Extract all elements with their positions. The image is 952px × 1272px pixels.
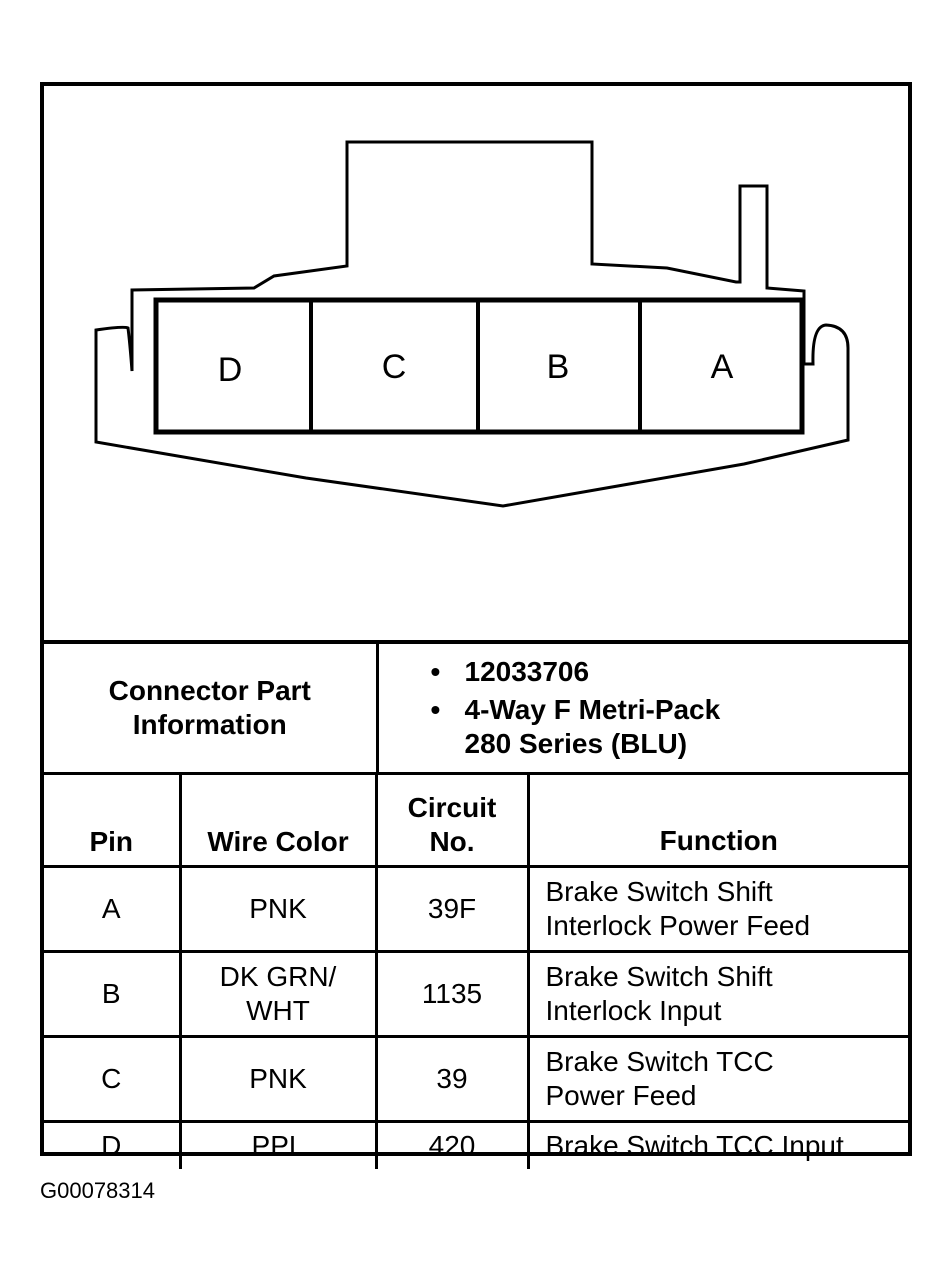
pinout-table: Pin Wire Color Circuit No. Function A PN… bbox=[44, 772, 908, 1169]
pin-label-a: A bbox=[711, 348, 734, 386]
row-pin: C bbox=[44, 1035, 182, 1123]
image-id-caption: G00078314 bbox=[40, 1178, 155, 1203]
part-info-table: Connector Part Information • 12033706 • … bbox=[44, 644, 908, 772]
part-number: 12033706 bbox=[464, 656, 590, 687]
connector-face-svg: D C B A bbox=[94, 140, 850, 508]
row-wire-line1: DK GRN/ bbox=[219, 961, 337, 992]
header-pin: Pin bbox=[44, 773, 182, 868]
bullet: • bbox=[430, 694, 441, 725]
row-circuit: 420 bbox=[374, 1120, 530, 1169]
row-wire-line1: PPL bbox=[251, 1130, 305, 1161]
row-circuit: 39F bbox=[374, 865, 530, 953]
part-info-label: Connector Part Information bbox=[44, 644, 379, 772]
row-wire-color: PNK bbox=[178, 1035, 378, 1123]
header-circuit-line1: Circuit bbox=[407, 792, 497, 823]
connector-diagram: D C B A bbox=[44, 86, 908, 640]
row-function-line2: Interlock Power Feed bbox=[545, 910, 811, 941]
row-wire-color: PNK bbox=[178, 865, 378, 953]
row-function: Brake Switch TCC Power Feed bbox=[526, 1035, 908, 1123]
row-function-line1: Brake Switch TCC Input bbox=[545, 1130, 844, 1161]
row-pin: A bbox=[44, 865, 182, 953]
row-function-line1: Brake Switch TCC bbox=[545, 1046, 774, 1077]
connector-housing-outline bbox=[94, 140, 850, 508]
row-circuit: 1135 bbox=[374, 950, 530, 1038]
bullet: • bbox=[430, 656, 441, 687]
row-function: Brake Switch Shift Interlock Input bbox=[526, 950, 908, 1038]
pin-label-c: C bbox=[382, 348, 407, 386]
row-function: Brake Switch Shift Interlock Power Feed bbox=[526, 865, 908, 953]
part-description-line1: 4-Way F Metri-Pack bbox=[464, 694, 721, 725]
pinout-header-row: Pin Wire Color Circuit No. Function bbox=[44, 773, 908, 868]
connector-info-grid: Connector Part Information • 12033706 • … bbox=[44, 640, 908, 1169]
part-info-values: • 12033706 • 4-Way F Metri-Pack 280 Seri… bbox=[375, 644, 909, 772]
connector-frame: D C B A Connector Part Information • 120… bbox=[40, 82, 912, 1169]
header-circuit-line2: No. bbox=[429, 826, 475, 857]
header-wire-color: Wire Color bbox=[178, 773, 378, 868]
table-row: D PPL 420 Brake Switch TCC Input bbox=[44, 1120, 908, 1169]
row-wire-color: DK GRN/ WHT bbox=[178, 950, 378, 1038]
row-pin: B bbox=[44, 950, 182, 1038]
row-function-line2: Power Feed bbox=[545, 1080, 697, 1111]
part-description-line2: 280 Series (BLU) bbox=[464, 728, 688, 759]
row-function-line1: Brake Switch Shift bbox=[545, 876, 773, 907]
pin-label-b: B bbox=[547, 348, 570, 386]
header-circuit: Circuit No. bbox=[374, 773, 530, 868]
row-wire-line2: WHT bbox=[246, 995, 310, 1026]
pin-label-d: D bbox=[218, 351, 243, 389]
part-info-label-line2: Information bbox=[132, 709, 287, 740]
row-pin: D bbox=[44, 1120, 182, 1169]
row-wire-line1: PNK bbox=[249, 1063, 307, 1094]
row-function-line2: Interlock Input bbox=[545, 995, 722, 1026]
table-row: B DK GRN/ WHT 1135 Brake Switch Shift In… bbox=[44, 950, 908, 1038]
header-function: Function bbox=[526, 773, 908, 868]
table-row: A PNK 39F Brake Switch Shift Interlock P… bbox=[44, 865, 908, 953]
table-row: C PNK 39 Brake Switch TCC Power Feed bbox=[44, 1035, 908, 1123]
part-number-item: • 12033706 bbox=[431, 655, 909, 689]
row-wire-line1: PNK bbox=[249, 893, 307, 924]
part-info-label-line1: Connector Part bbox=[108, 675, 311, 706]
part-description-item: • 4-Way F Metri-Pack bbox=[431, 693, 909, 727]
row-function-line1: Brake Switch Shift bbox=[545, 961, 773, 992]
row-wire-color: PPL bbox=[178, 1120, 378, 1169]
row-function: Brake Switch TCC Input bbox=[526, 1120, 908, 1169]
row-circuit: 39 bbox=[374, 1035, 530, 1123]
